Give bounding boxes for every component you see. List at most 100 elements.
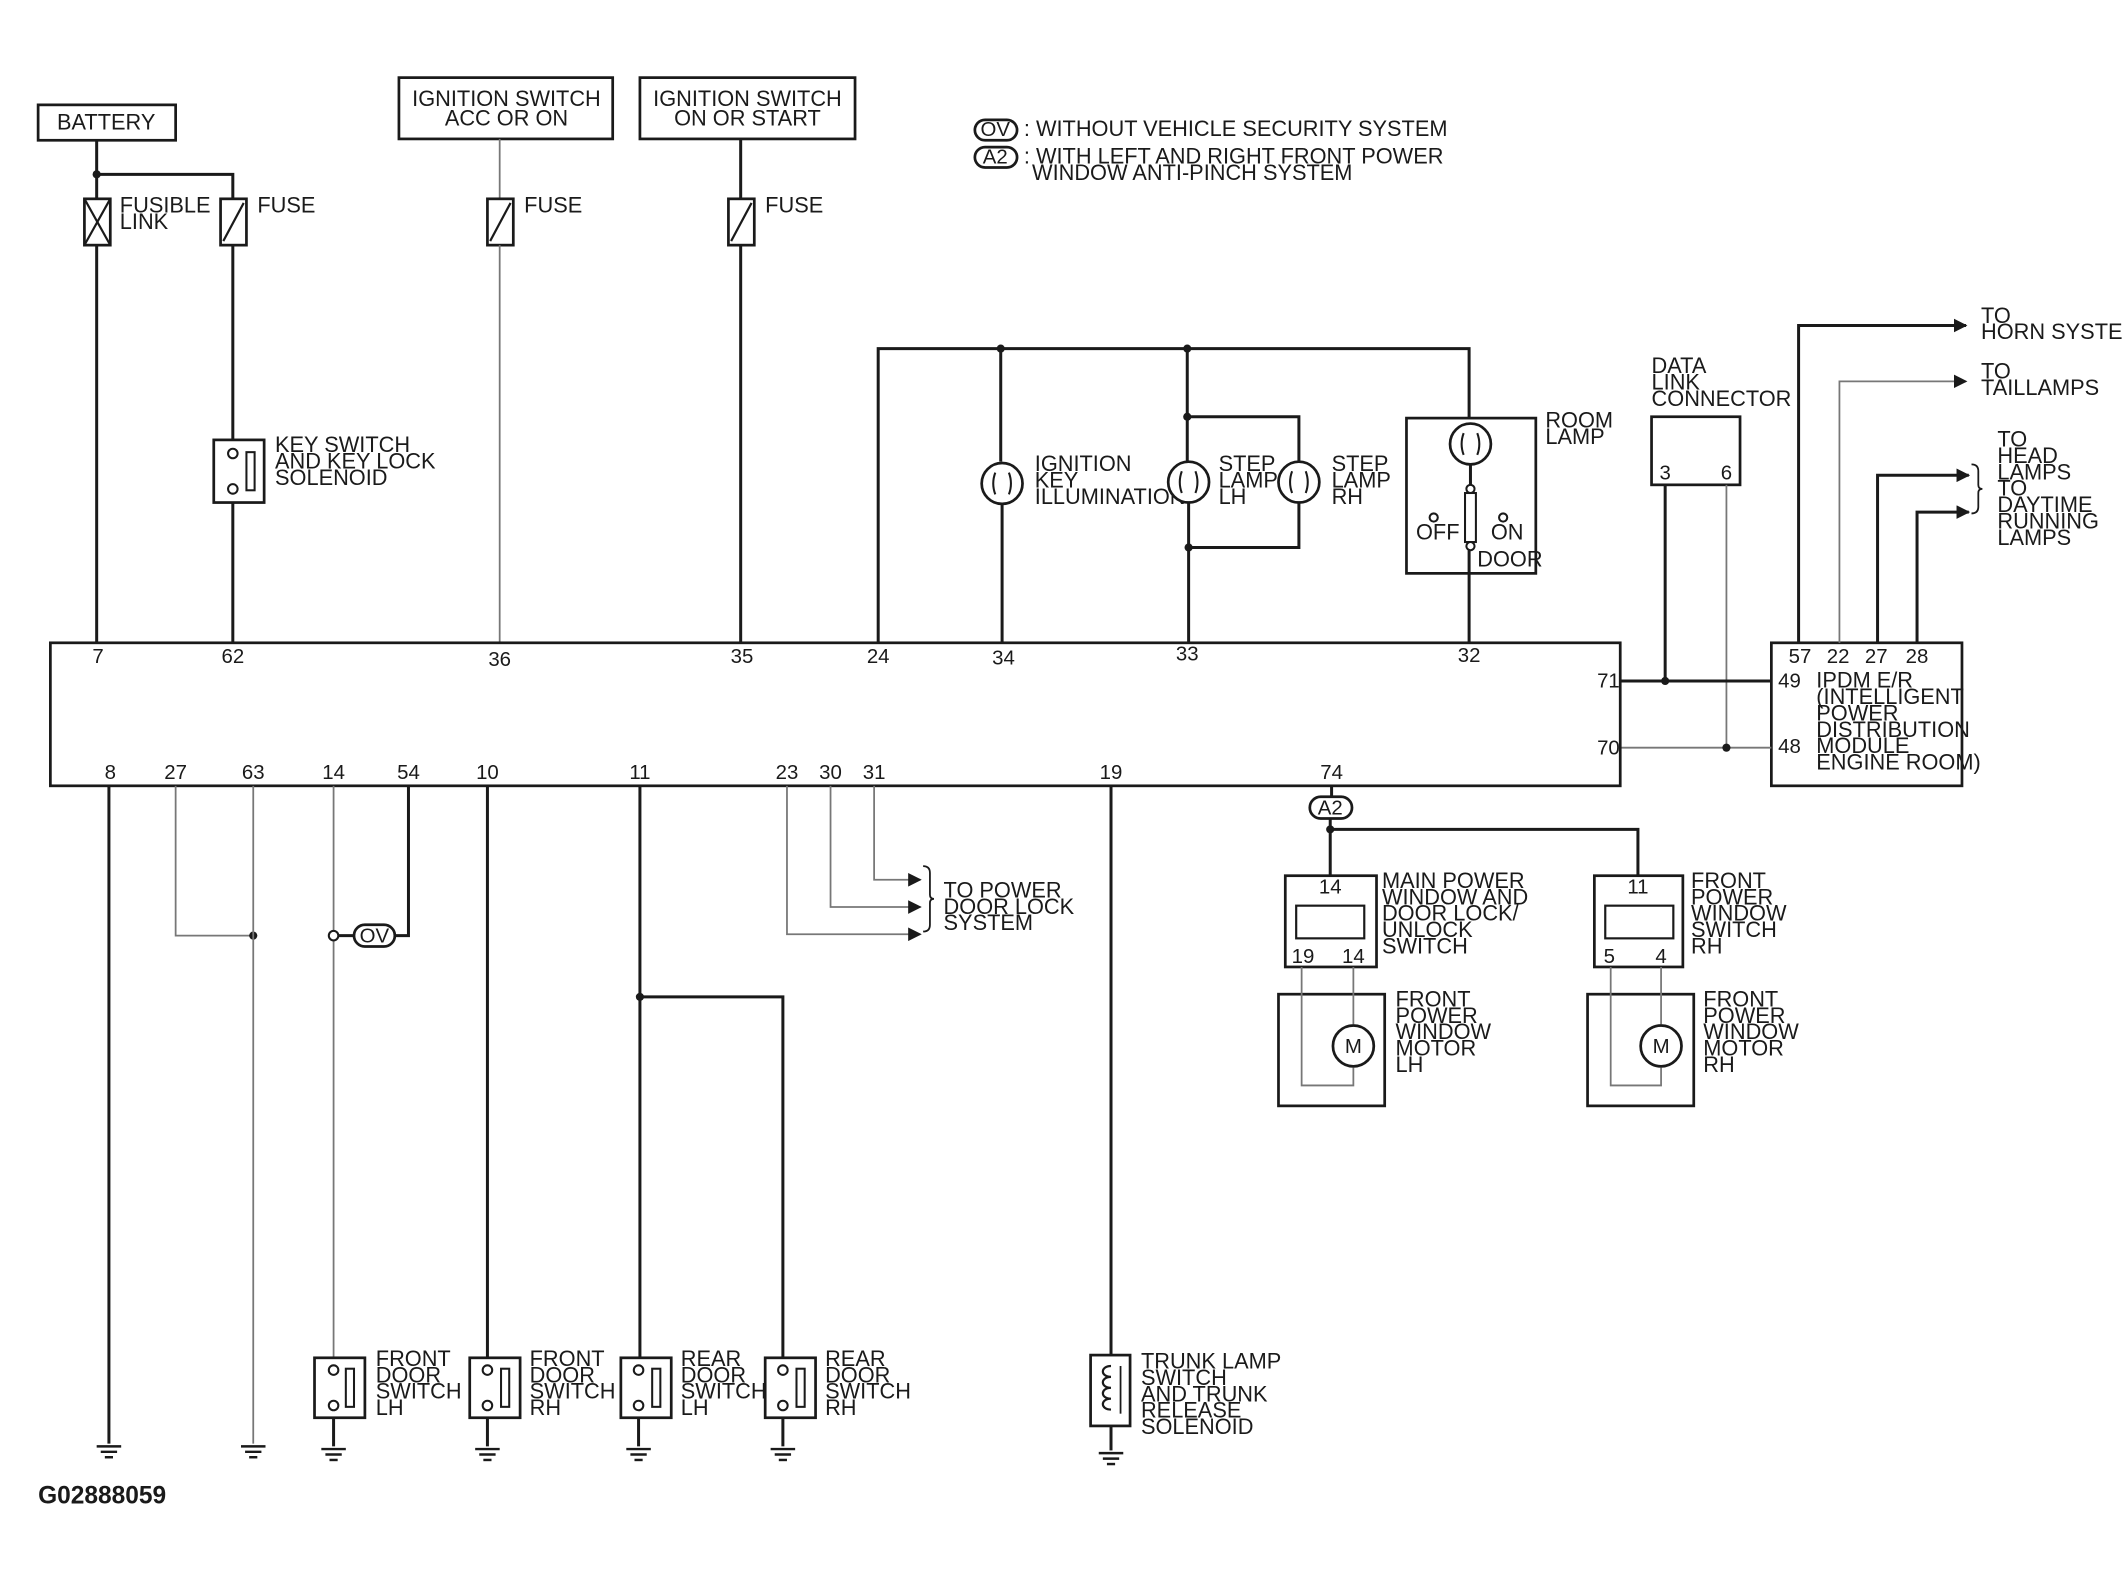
main-pw-pin-14-top: 14 xyxy=(1319,876,1342,898)
trunk-label-3: AND TRUNK xyxy=(1141,1381,1268,1406)
to-horn-1: TO xyxy=(1981,303,2011,328)
bcm-pin-63: 63 xyxy=(242,762,265,784)
fuse-label-2: FUSE xyxy=(524,192,582,217)
bcm-pin-19: 19 xyxy=(1100,762,1123,784)
a2-code-tag: A2 xyxy=(1318,797,1343,819)
ign-acc-line-1: IGNITION SWITCH xyxy=(412,86,601,111)
figure-id: G02888059 xyxy=(38,1483,166,1510)
rh-pw-label-3: WINDOW xyxy=(1691,901,1787,926)
rh-pw-label-2: POWER xyxy=(1691,884,1773,909)
solenoid-icon xyxy=(1089,1353,1132,1428)
key-switch-label-2: AND KEY LOCK xyxy=(275,448,436,473)
bcm-pin-35: 35 xyxy=(731,646,754,668)
fusible-link-label-1: FUSIBLE xyxy=(120,192,211,217)
key-switch-label-1: KEY SWITCH xyxy=(275,432,410,457)
switch-icon xyxy=(313,1356,367,1420)
ground-icon xyxy=(1097,1451,1125,1466)
legend-a2-text-1: : WITH LEFT AND RIGHT FRONT POWER xyxy=(1024,143,1444,168)
bcm-pin-24: 24 xyxy=(867,646,890,668)
fuse-label-3: FUSE xyxy=(765,192,823,217)
dlc-label-3: CONNECTOR xyxy=(1652,386,1792,411)
to-head-7: LAMPS xyxy=(1997,525,2071,550)
ipdm-label-3: POWER xyxy=(1816,700,1898,725)
ipdm-pin-28: 28 xyxy=(1906,646,1929,668)
ipdm-pin-22: 22 xyxy=(1827,646,1850,668)
rd-rh-label-2: DOOR xyxy=(825,1362,890,1387)
bcm-pin-27: 27 xyxy=(164,762,187,784)
rd-lh-label-2: DOOR xyxy=(681,1362,746,1387)
dlc-pin-3: 3 xyxy=(1659,462,1670,484)
room-lamp-label-1: ROOM xyxy=(1545,408,1613,433)
motor-lh-label-2: POWER xyxy=(1396,1003,1478,1028)
to-head-6: RUNNING xyxy=(1997,508,2099,533)
step-lh-label-1: STEP xyxy=(1219,451,1276,476)
motor-rh-label-2: POWER xyxy=(1703,1003,1785,1028)
motor-rh-symbol: M xyxy=(1653,1036,1670,1058)
to-head-1: TO xyxy=(1997,427,2027,452)
ground-icon xyxy=(239,1445,267,1459)
to-pdl-3: SYSTEM xyxy=(944,910,1033,935)
data-link-connector: 3 6 xyxy=(1650,415,1742,487)
room-off-label: OFF xyxy=(1416,519,1460,544)
bcm-pin-11: 11 xyxy=(629,762,650,784)
legend-a2-code: A2 xyxy=(983,146,1008,168)
battery-label: BATTERY xyxy=(57,109,156,134)
ignition-acc-box: IGNITION SWITCH ACC OR ON xyxy=(397,76,615,141)
motor-icon: M xyxy=(1331,1024,1376,1068)
ipdm-pin-49: 49 xyxy=(1778,671,1801,693)
rd-lh-label-1: REAR xyxy=(681,1346,741,1371)
rd-rh-label-1: REAR xyxy=(825,1346,885,1371)
switch-icon xyxy=(619,1356,673,1420)
rh-pw-pin-4: 4 xyxy=(1655,946,1666,968)
fd-lh-label-4: LH xyxy=(376,1395,404,1420)
main-pw-label-1: MAIN POWER xyxy=(1382,868,1525,893)
motor-lh-symbol: M xyxy=(1345,1036,1362,1058)
main-pw-pin-14: 14 xyxy=(1342,946,1365,968)
main-pw-label-5: SWITCH xyxy=(1382,933,1468,958)
bcm-pin-23: 23 xyxy=(776,762,799,784)
switch-icon xyxy=(763,1356,817,1420)
room-door-label: DOOR xyxy=(1477,547,1542,572)
to-pdl-1: TO POWER xyxy=(944,877,1062,902)
motor-rh-label-5: RH xyxy=(1703,1052,1734,1077)
ground-icon xyxy=(769,1447,797,1462)
bcm-pin-7: 7 xyxy=(92,646,103,668)
main-pw-label-2: WINDOW AND xyxy=(1382,884,1528,909)
rh-pw-pin-5: 5 xyxy=(1604,946,1615,968)
fd-rh-label-2: DOOR xyxy=(530,1362,595,1387)
fd-lh-label-1: FRONT xyxy=(376,1346,451,1371)
rh-pw-pin-11: 11 xyxy=(1627,876,1648,898)
bcm-pin-32: 32 xyxy=(1458,645,1481,667)
rh-pw-label-1: FRONT xyxy=(1691,868,1766,893)
ipdm-module: 57 22 27 28 49 48 IPDM E/R (INTELLIGENT … xyxy=(1770,641,1981,788)
legend: OV : WITHOUT VEHICLE SECURITY SYSTEM A2 … xyxy=(973,116,1448,185)
rd-rh-label-3: SWITCH xyxy=(825,1379,911,1404)
ign-acc-line-2: ACC OR ON xyxy=(445,105,568,130)
rd-lh-label-3: SWITCH xyxy=(681,1379,767,1404)
step-rh-label-3: RH xyxy=(1332,484,1363,509)
to-tail-1: TO xyxy=(1981,359,2011,384)
motor-rh-label-3: WINDOW xyxy=(1703,1019,1799,1044)
main-pw-pin-19: 19 xyxy=(1292,946,1315,968)
bcm-pin-74: 74 xyxy=(1320,762,1343,784)
bcm-pin-62: 62 xyxy=(221,646,244,668)
main-power-window-switch: 14 19 14 xyxy=(1283,874,1378,969)
ign-start-line-2: ON OR START xyxy=(674,105,821,130)
main-pw-label-4: UNLOCK xyxy=(1382,917,1473,942)
legend-ov-code: OV xyxy=(981,119,1011,141)
ign-key-illum-label-1: IGNITION xyxy=(1035,451,1132,476)
bcm-module: 7 62 36 35 24 34 33 32 71 70 8 27 63 14 … xyxy=(49,641,1622,788)
bcm-pin-10: 10 xyxy=(476,762,499,784)
to-head-5: DAYTIME xyxy=(1997,492,2092,517)
motor-lh-label-5: LH xyxy=(1396,1052,1424,1077)
to-horn-2: HORN SYSTEM xyxy=(1981,319,2124,344)
ipdm-pin-27: 27 xyxy=(1865,646,1888,668)
ign-key-illum-label-3: ILLUMINATION xyxy=(1035,484,1186,509)
ign-key-illum-label-2: KEY xyxy=(1035,468,1079,493)
ign-start-line-1: IGNITION SWITCH xyxy=(653,86,842,111)
bulb-icon xyxy=(1166,460,1211,504)
to-tail-2: TAILLAMPS xyxy=(1981,375,2099,400)
bulb-icon xyxy=(980,461,1024,506)
fusible-link-label-2: LINK xyxy=(120,209,169,234)
trunk-label-1: TRUNK LAMP xyxy=(1141,1349,1281,1374)
